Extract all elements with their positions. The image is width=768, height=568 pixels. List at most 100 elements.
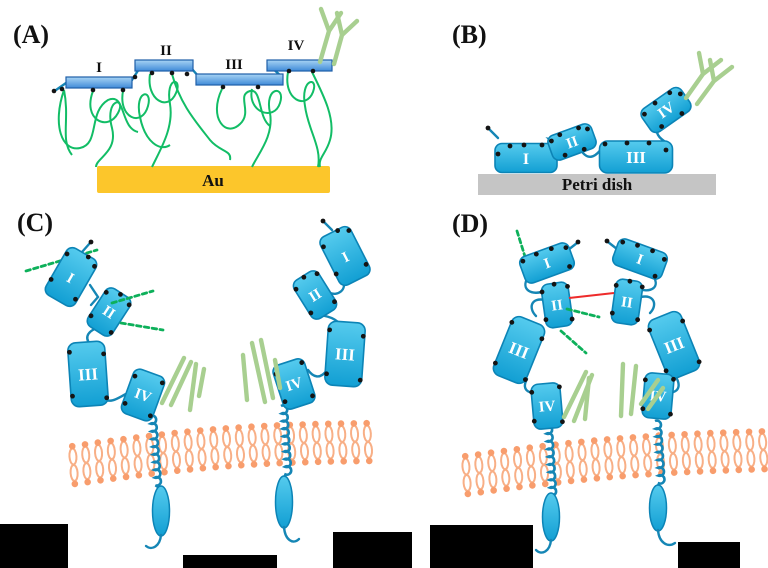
- panel-c-right-domain-II: II: [289, 266, 338, 320]
- lipid-column: [349, 418, 362, 466]
- lipid-column: [666, 430, 679, 478]
- polymer-curls: [57, 71, 333, 168]
- lipid-column: [208, 424, 221, 472]
- lipid-column: [576, 437, 589, 485]
- lipid-column: [169, 428, 182, 476]
- svg-text:III: III: [334, 344, 356, 364]
- svg-text:II: II: [564, 133, 581, 152]
- panel-c-right-domain-I: I: [315, 222, 371, 287]
- panel-d-left-domain-IV: IV: [528, 382, 566, 430]
- lipid-column: [512, 444, 525, 492]
- panel-c-right-domain-III: III: [323, 320, 367, 388]
- panel-d-right-domain-II: II: [609, 276, 646, 326]
- redaction-boxes: [0, 524, 740, 568]
- bar-domain-III: [195, 73, 284, 86]
- lipid-column: [105, 436, 118, 484]
- bar-domain-IV: [266, 59, 333, 72]
- panel-c: (C) I II III: [17, 208, 374, 550]
- antibody-icon: [618, 361, 666, 419]
- lipid-column: [67, 441, 80, 489]
- c-terminal-tail: [144, 533, 163, 550]
- panel-d-left-domain-I: I: [518, 240, 576, 284]
- lipid-column: [602, 434, 615, 482]
- panel-b-label: (B): [452, 20, 487, 49]
- lipid-column: [757, 426, 768, 474]
- svg-text:I: I: [523, 151, 529, 168]
- svg-text:II: II: [620, 294, 634, 311]
- lipid-column: [182, 427, 195, 474]
- panel-c-left-domain-I: I: [44, 243, 101, 308]
- lipid-column: [679, 429, 692, 477]
- d-left-receptor: I II III IV: [490, 229, 601, 554]
- ligand-dashes: [565, 307, 601, 319]
- lipid-column: [589, 436, 602, 483]
- lipid-column: [731, 427, 744, 475]
- ligand-dashes: [119, 321, 165, 332]
- svg-text:III: III: [626, 148, 646, 167]
- crosslink-line: [568, 292, 615, 299]
- bar-domain-I: [65, 76, 133, 89]
- panel-b-domain-I: I: [494, 142, 558, 174]
- lipid-column: [93, 438, 106, 485]
- panel-b-domain-III: III: [598, 140, 674, 174]
- ligand-dashes: [110, 289, 155, 305]
- lipid-column: [615, 433, 628, 481]
- panel-c-left-domain-III: III: [66, 340, 110, 408]
- svg-text:I: I: [542, 255, 553, 272]
- c-left-receptor: I II III IV: [24, 239, 207, 550]
- lipid-column: [499, 446, 512, 494]
- transmembrane-helix: [543, 424, 558, 497]
- lipid-column: [259, 421, 272, 469]
- lipid-column: [221, 423, 234, 471]
- svg-text:IV: IV: [655, 99, 678, 122]
- panel-d-right-domain-III: III: [646, 310, 703, 380]
- transmembrane-helix: [147, 414, 163, 491]
- gold-substrate: [97, 166, 330, 193]
- intracellular-domain: [274, 475, 294, 529]
- c-terminal-tail: [282, 525, 301, 543]
- panel-b-domain-IV: IV: [639, 84, 694, 135]
- svg-text:IV: IV: [538, 398, 556, 415]
- lipid-bilayer: [67, 418, 374, 489]
- svg-text:II: II: [550, 297, 564, 314]
- bar-label-I: I: [96, 60, 102, 76]
- lipid-column: [525, 443, 538, 490]
- n-terminal-tail: [487, 127, 500, 140]
- panel-b-domain-II: II: [547, 122, 597, 162]
- panel-d-label: (D): [452, 209, 488, 238]
- bar-domain-II: [134, 59, 194, 72]
- svg-text:III: III: [77, 364, 99, 384]
- lipid-column: [80, 439, 93, 487]
- lipid-column: [563, 438, 576, 486]
- lipid-column: [486, 448, 499, 495]
- lipid-column: [195, 425, 208, 473]
- antibody-icon: [561, 369, 595, 424]
- redacted-label: [678, 542, 740, 568]
- ligand-dashes: [559, 329, 588, 355]
- svg-text:IV: IV: [132, 386, 153, 407]
- c-terminal-tail: [656, 528, 677, 547]
- lipid-column: [118, 434, 131, 482]
- lipid-column: [473, 449, 486, 497]
- lipid-column: [297, 419, 310, 467]
- transmembrane-helix: [651, 419, 666, 487]
- lipid-column: [246, 422, 259, 469]
- redacted-label: [183, 555, 277, 568]
- n-terminal-tail: [54, 81, 68, 92]
- panel-d-right-domain-I: I: [611, 237, 669, 281]
- petri-dish-label: Petri dish: [562, 175, 633, 194]
- lipid-column: [233, 422, 246, 470]
- lipid-column: [323, 419, 336, 467]
- lipid-column: [310, 419, 323, 467]
- redacted-label: [333, 532, 412, 568]
- lipid-column: [336, 419, 349, 466]
- lipid-column: [460, 451, 473, 499]
- lipid-column: [744, 427, 757, 475]
- bar-dots: [51, 68, 316, 94]
- transmembrane-helix: [278, 404, 293, 479]
- svg-text:IV: IV: [284, 375, 305, 395]
- petri-dish-substrate: [478, 174, 716, 195]
- c-right-receptor: I II III IV: [240, 218, 371, 543]
